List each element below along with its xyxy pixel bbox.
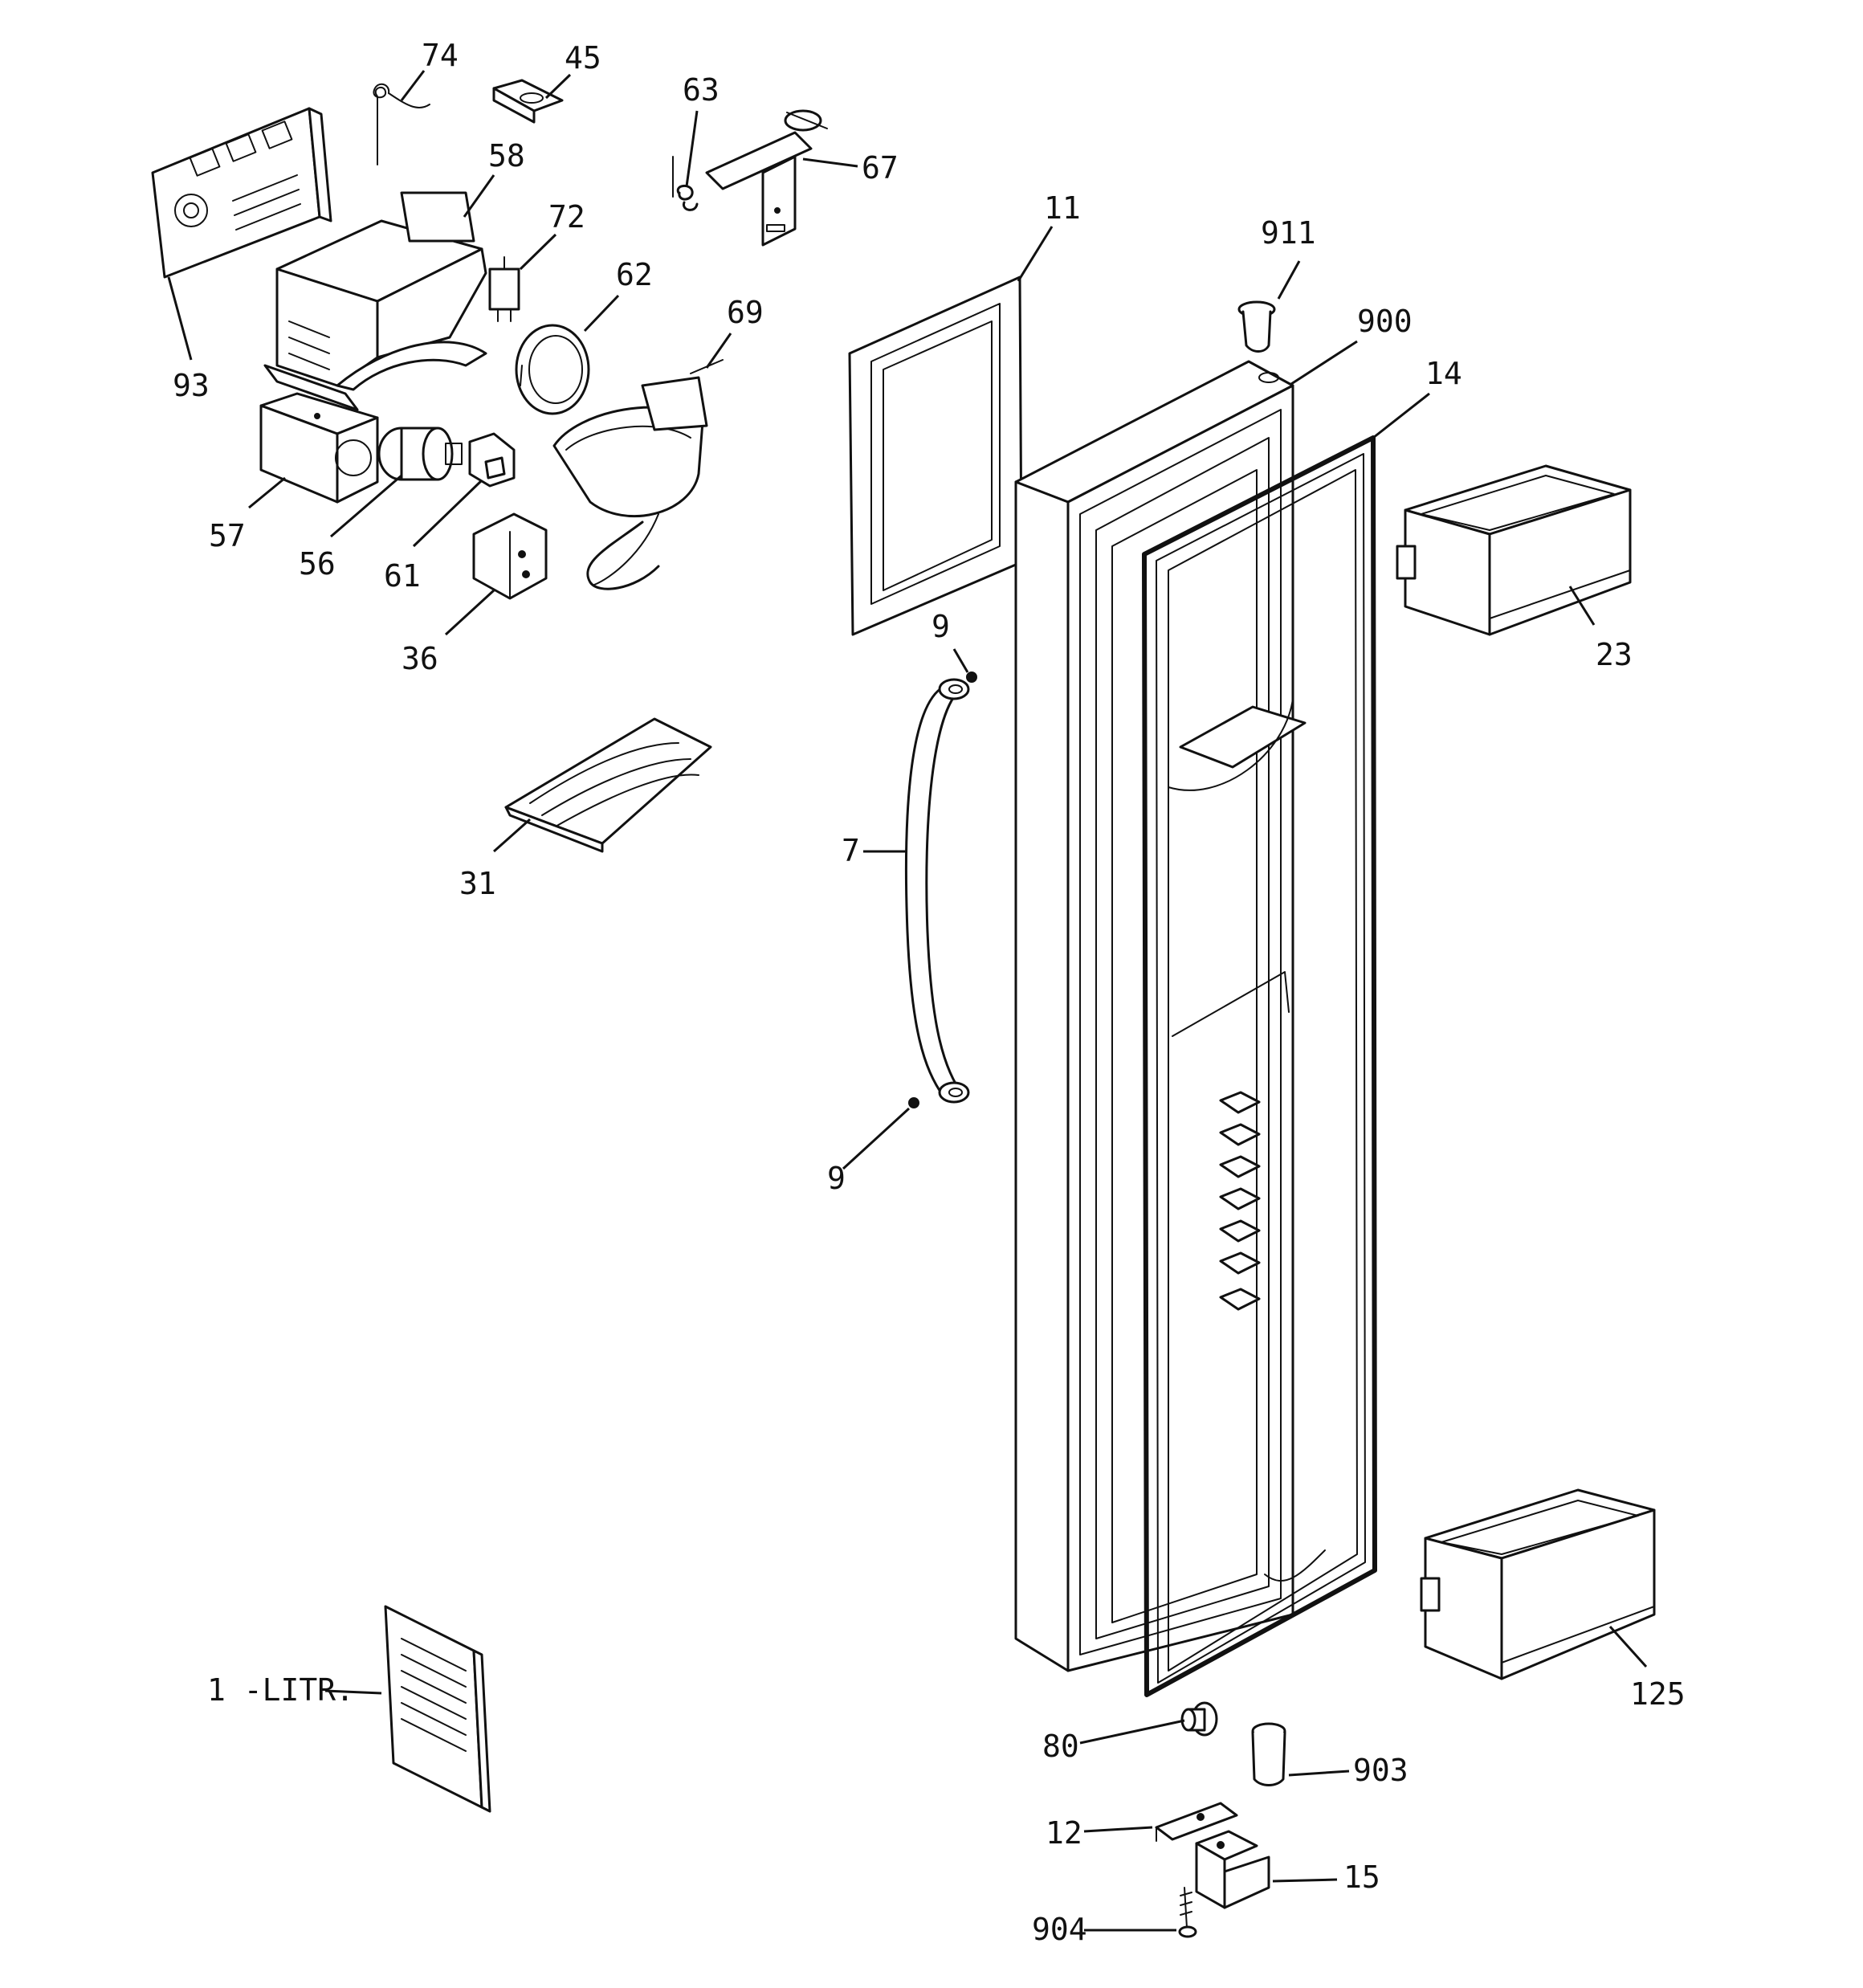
callout-12: 12 bbox=[1046, 1815, 1082, 1851]
part-72-switch bbox=[488, 256, 520, 322]
leader-1-litr bbox=[324, 1689, 382, 1695]
part-58-dispenser-housing bbox=[263, 191, 487, 411]
callout-23: 23 bbox=[1596, 637, 1633, 672]
leader-57 bbox=[248, 476, 286, 509]
callout-36: 36 bbox=[402, 641, 438, 676]
part-61-coupler bbox=[468, 432, 516, 488]
callout-80: 80 bbox=[1042, 1729, 1079, 1764]
callout-125: 125 bbox=[1630, 1676, 1686, 1712]
part-67-actuator bbox=[705, 109, 828, 247]
part-904-screw bbox=[1178, 1887, 1197, 1938]
leader-14 bbox=[1372, 392, 1430, 439]
part-63-spring bbox=[672, 156, 699, 211]
part-23-door-bin bbox=[1396, 464, 1632, 636]
leader-900 bbox=[1290, 340, 1358, 386]
leader-12 bbox=[1083, 1826, 1153, 1833]
part-80-plug bbox=[1180, 1701, 1218, 1737]
leader-80 bbox=[1079, 1719, 1185, 1745]
callout-56: 56 bbox=[299, 546, 336, 582]
callout-57: 57 bbox=[209, 518, 246, 553]
part-9-screw-top bbox=[966, 672, 977, 683]
part-15-hinge bbox=[1195, 1830, 1270, 1909]
shelf-ribs bbox=[1219, 1091, 1261, 1311]
part-36-bracket bbox=[472, 512, 548, 600]
leader-911 bbox=[1277, 260, 1301, 300]
part-125-door-bin bbox=[1420, 1488, 1656, 1680]
part-900-door bbox=[1014, 360, 1294, 1672]
leader-45 bbox=[544, 73, 572, 100]
callout-58: 58 bbox=[488, 138, 525, 173]
leader-58 bbox=[463, 174, 495, 218]
callout-1-litr: 1 -LITR. bbox=[207, 1672, 354, 1708]
callout-74: 74 bbox=[422, 38, 459, 73]
callout-11: 11 bbox=[1044, 190, 1081, 226]
callout-67: 67 bbox=[862, 150, 899, 186]
callout-9-top: 9 bbox=[932, 609, 950, 644]
part-9-screw-bottom bbox=[908, 1097, 919, 1108]
part-1-literature bbox=[384, 1605, 491, 1813]
callout-93: 93 bbox=[173, 368, 210, 403]
callout-45: 45 bbox=[565, 40, 601, 76]
callout-63: 63 bbox=[683, 72, 720, 108]
part-7-handle bbox=[904, 678, 970, 1104]
part-57-cover bbox=[259, 392, 379, 504]
leader-9b bbox=[842, 1107, 911, 1170]
leader-56 bbox=[330, 474, 402, 538]
callout-903: 903 bbox=[1353, 1753, 1408, 1788]
leader-36 bbox=[444, 589, 495, 636]
leader-62 bbox=[583, 294, 620, 333]
part-62-ring bbox=[515, 324, 590, 415]
callout-labels: 74 45 63 67 58 72 11 911 62 69 900 14 93… bbox=[173, 38, 1686, 1947]
callout-904: 904 bbox=[1032, 1912, 1087, 1947]
leader-72 bbox=[519, 233, 557, 271]
callout-900: 900 bbox=[1357, 304, 1413, 339]
part-11-liner-frame bbox=[848, 276, 1023, 636]
part-93-control-panel bbox=[151, 107, 332, 279]
leader-11 bbox=[1017, 226, 1054, 282]
part-56-motor bbox=[377, 427, 463, 481]
callout-14: 14 bbox=[1425, 356, 1462, 391]
leader-125 bbox=[1608, 1625, 1648, 1668]
callout-72: 72 bbox=[548, 199, 585, 235]
leader-lines bbox=[167, 70, 1648, 1932]
leader-903 bbox=[1288, 1770, 1350, 1777]
part-31-tray bbox=[504, 717, 712, 853]
part-903-bushing bbox=[1251, 1722, 1286, 1786]
leader-69 bbox=[705, 333, 732, 369]
part-12-hinge-plate bbox=[1155, 1802, 1238, 1842]
callout-7: 7 bbox=[842, 833, 860, 868]
callout-9-bottom: 9 bbox=[827, 1161, 846, 1196]
part-74-spring bbox=[373, 83, 430, 165]
leader-9a bbox=[952, 648, 969, 673]
callout-69: 69 bbox=[727, 295, 764, 330]
leader-74 bbox=[400, 70, 426, 101]
leader-31 bbox=[493, 818, 531, 853]
leader-67 bbox=[802, 157, 858, 168]
leader-15 bbox=[1272, 1878, 1338, 1883]
part-911-bushing bbox=[1237, 300, 1276, 353]
callout-15: 15 bbox=[1343, 1859, 1380, 1895]
callout-62: 62 bbox=[616, 257, 653, 292]
part-14-gasket bbox=[1142, 435, 1377, 1697]
leader-23 bbox=[1568, 586, 1596, 626]
part-69-chute bbox=[552, 359, 724, 590]
callout-61: 61 bbox=[384, 558, 421, 594]
leader-63 bbox=[685, 110, 699, 187]
leader-93 bbox=[167, 276, 193, 361]
leader-61 bbox=[412, 479, 483, 548]
part-45-bracket bbox=[492, 79, 564, 124]
callout-911: 911 bbox=[1261, 215, 1316, 251]
callout-31: 31 bbox=[459, 866, 496, 901]
